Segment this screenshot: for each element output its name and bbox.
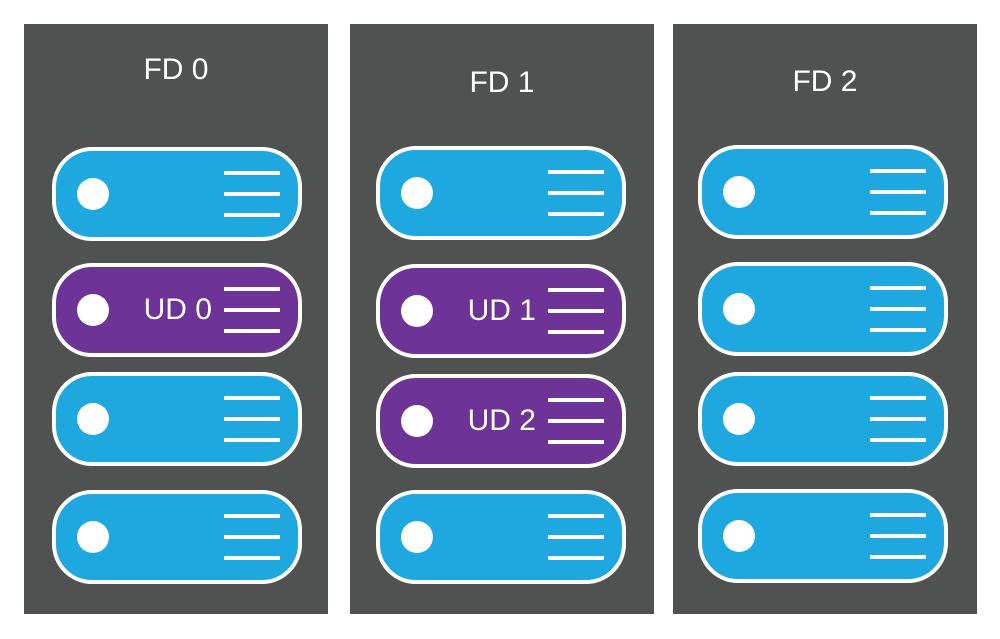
- led-icon: [401, 405, 433, 437]
- vent-lines-icon: [870, 513, 926, 561]
- led-icon: [723, 293, 755, 325]
- update-domain-label: UD 1: [467, 294, 536, 327]
- vent-line: [224, 213, 280, 217]
- fault-domain-0: FD 0 UD 0: [24, 24, 328, 614]
- vent-lines-icon: [224, 287, 280, 335]
- fault-domain-1: FD 1 UD 1 UD 2: [350, 24, 654, 614]
- vent-line: [870, 328, 926, 332]
- vent-line: [224, 514, 280, 518]
- vent-lines-icon: [224, 396, 280, 444]
- led-icon: [401, 295, 433, 327]
- server: [698, 489, 948, 583]
- server: [52, 147, 302, 241]
- vent-line: [548, 419, 604, 423]
- vent-line: [224, 308, 280, 312]
- vent-line: [548, 191, 604, 195]
- fault-domain-label: FD 0: [143, 53, 209, 86]
- server-update-domain: UD 0: [52, 263, 302, 357]
- vent-line: [548, 170, 604, 174]
- vent-line: [870, 169, 926, 173]
- vent-lines-icon: [548, 514, 604, 562]
- vent-line: [548, 309, 604, 313]
- led-icon: [77, 294, 109, 326]
- vent-line: [548, 288, 604, 292]
- vent-line: [870, 286, 926, 290]
- vent-lines-icon: [870, 286, 926, 334]
- vent-line: [548, 212, 604, 216]
- server: [698, 262, 948, 356]
- vent-lines-icon: [870, 169, 926, 217]
- vent-line: [548, 514, 604, 518]
- vent-line: [870, 555, 926, 559]
- vent-lines-icon: [224, 171, 280, 219]
- led-icon: [77, 521, 109, 553]
- led-icon: [723, 176, 755, 208]
- vent-line: [548, 440, 604, 444]
- server: [52, 372, 302, 466]
- led-icon: [723, 403, 755, 435]
- vent-line: [224, 287, 280, 291]
- vent-line: [224, 396, 280, 400]
- server-update-domain: UD 1: [376, 264, 626, 358]
- vent-line: [548, 535, 604, 539]
- vent-line: [870, 307, 926, 311]
- vent-line: [870, 534, 926, 538]
- vent-line: [548, 398, 604, 402]
- vent-line: [224, 171, 280, 175]
- update-domain-label: UD 2: [467, 404, 536, 437]
- vent-line: [548, 330, 604, 334]
- vent-lines-icon: [870, 396, 926, 444]
- server: [698, 145, 948, 239]
- led-icon: [401, 521, 433, 553]
- vent-lines-icon: [548, 288, 604, 336]
- vent-lines-icon: [548, 398, 604, 446]
- led-icon: [77, 403, 109, 435]
- vent-line: [870, 396, 926, 400]
- led-icon: [723, 520, 755, 552]
- server: [698, 372, 948, 466]
- vent-line: [870, 417, 926, 421]
- vent-line: [870, 438, 926, 442]
- vent-line: [548, 556, 604, 560]
- led-icon: [401, 177, 433, 209]
- update-domain-label: UD 0: [143, 293, 212, 326]
- vent-line: [224, 535, 280, 539]
- fault-domain-label: FD 1: [469, 66, 535, 99]
- vent-line: [224, 556, 280, 560]
- led-icon: [77, 178, 109, 210]
- vent-line: [224, 417, 280, 421]
- server: [376, 490, 626, 584]
- fault-domain-2: FD 2: [673, 24, 977, 614]
- server: [52, 490, 302, 584]
- vent-lines-icon: [548, 170, 604, 218]
- vent-line: [224, 438, 280, 442]
- vent-line: [224, 329, 280, 333]
- vent-lines-icon: [224, 514, 280, 562]
- server: [376, 146, 626, 240]
- vent-line: [870, 211, 926, 215]
- vent-line: [870, 513, 926, 517]
- vent-line: [870, 190, 926, 194]
- vent-line: [224, 192, 280, 196]
- server-update-domain: UD 2: [376, 374, 626, 468]
- fault-domain-label: FD 2: [792, 65, 858, 98]
